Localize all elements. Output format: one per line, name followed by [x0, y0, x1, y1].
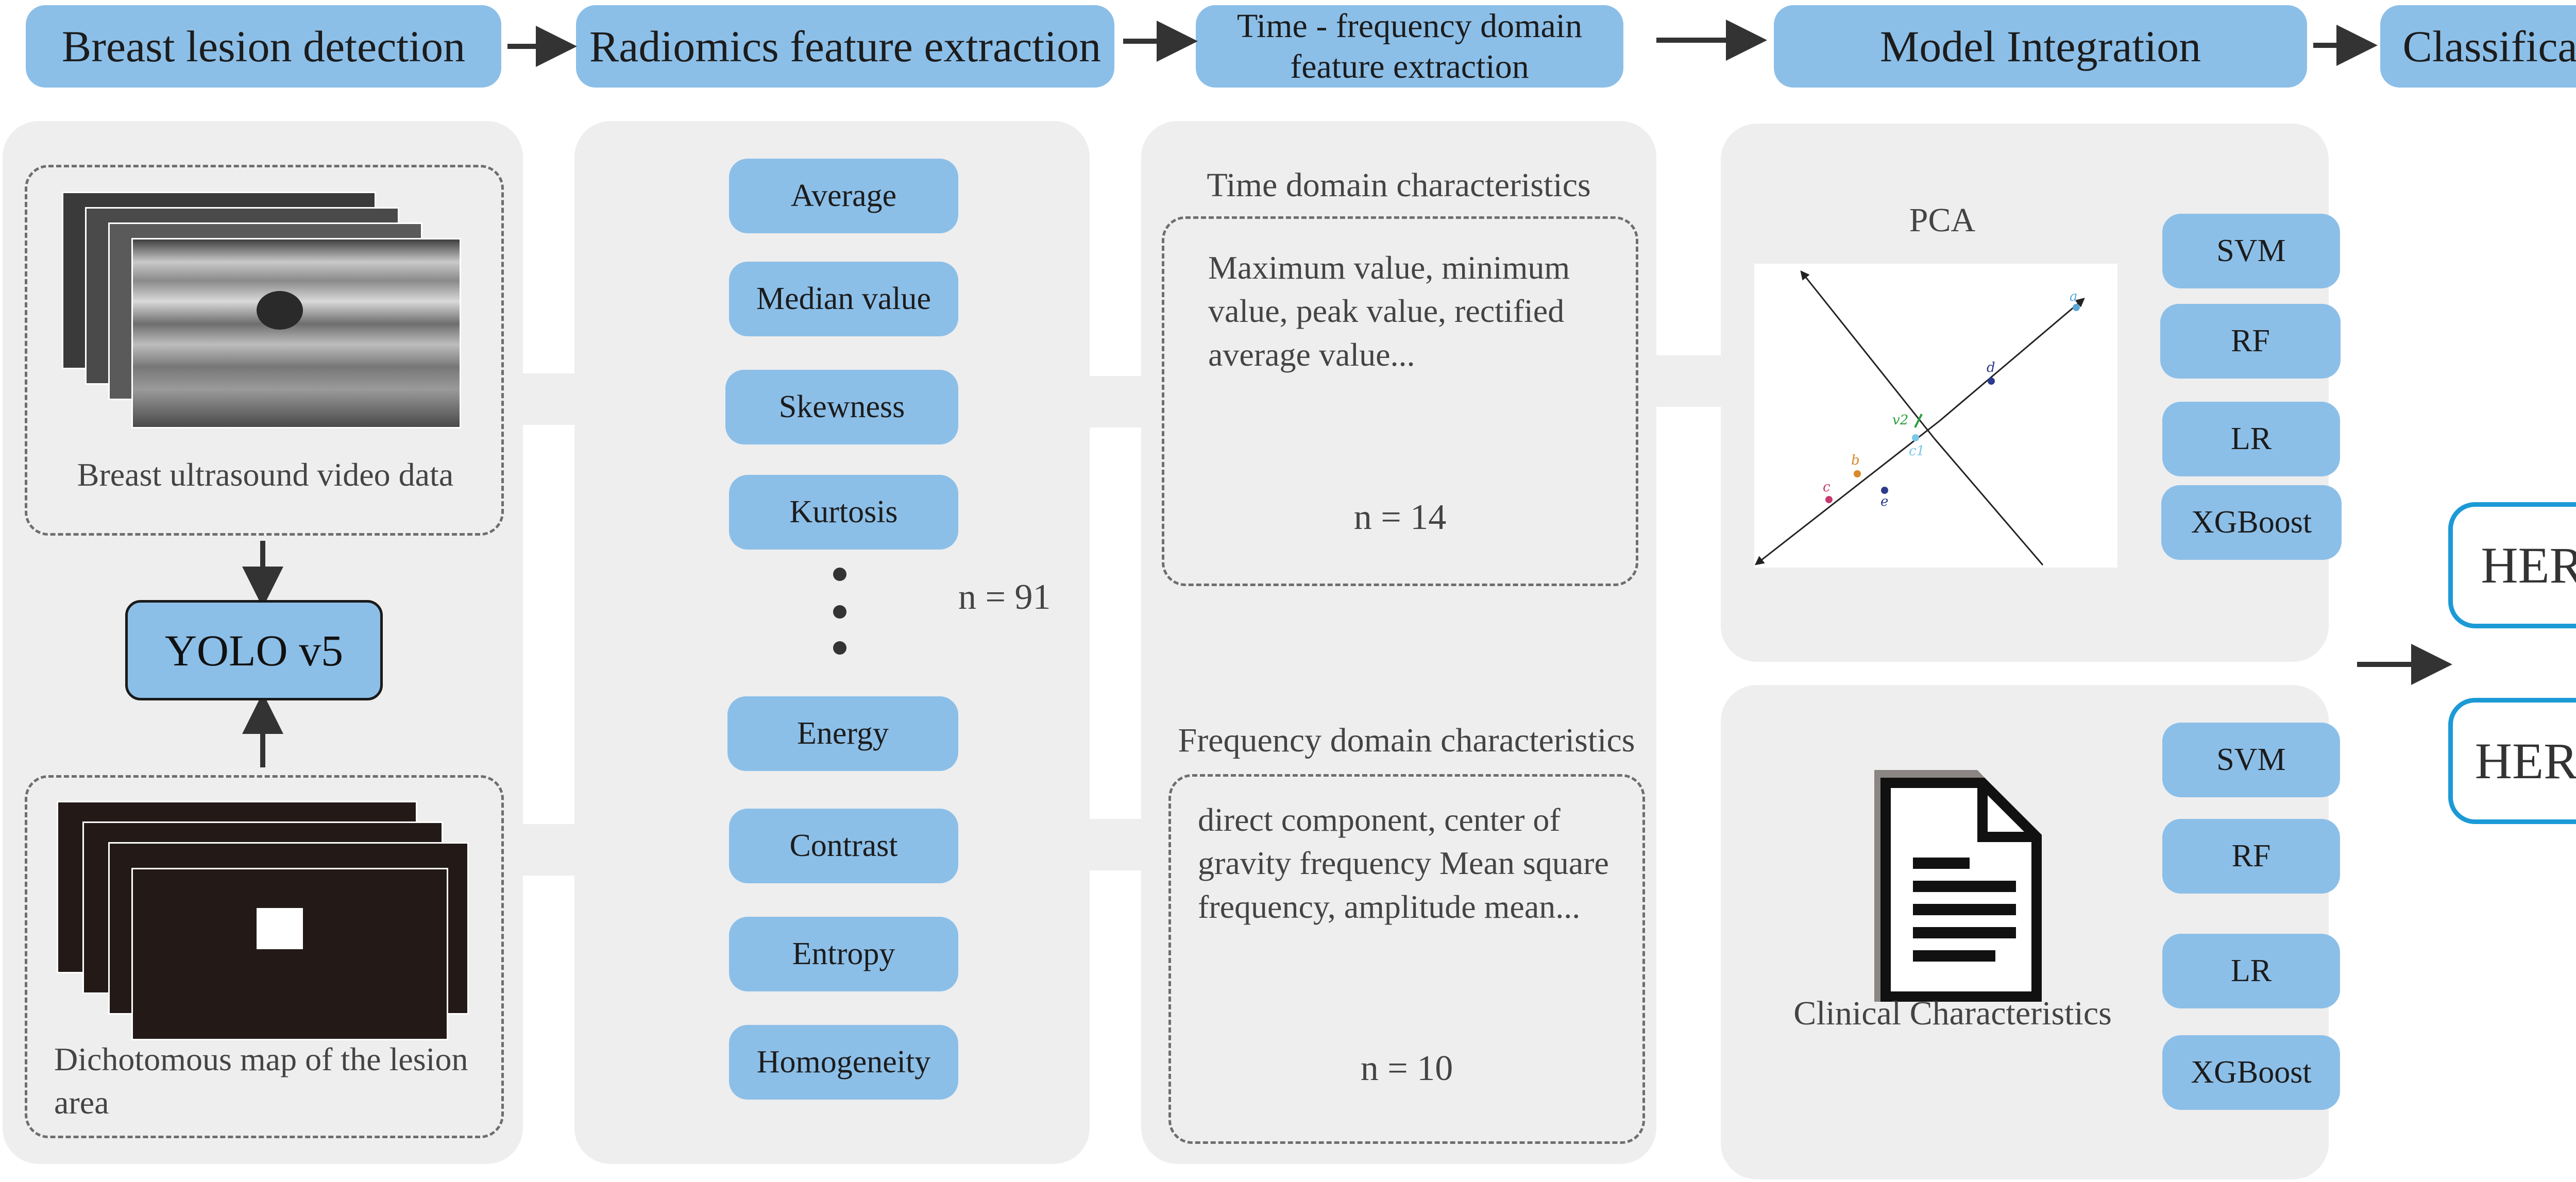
- pca-point-v2: v2: [1892, 413, 1908, 428]
- binary-map-front: [131, 868, 448, 1040]
- feature-median-value: Median value: [729, 262, 958, 336]
- lesion-spot: [257, 291, 303, 330]
- feature-entropy: Entropy: [729, 917, 958, 991]
- frequency-domain-box: [1168, 774, 1645, 1144]
- model-rf-bottom: RF: [2162, 819, 2340, 894]
- connector-3: [1649, 355, 1731, 407]
- stage-radiomics-feature-extraction: Radiomics feature extraction: [576, 5, 1114, 88]
- time-domain-count: n = 14: [1353, 498, 1447, 537]
- lesion-map-box: [25, 775, 504, 1138]
- classification-arrow: [2357, 644, 2452, 685]
- ultrasound-frame-front: [131, 238, 461, 429]
- feature-average: Average: [729, 159, 958, 233]
- clinical-document-icon: [1874, 770, 2042, 1002]
- model-svm-top: SVM: [2162, 214, 2340, 288]
- video-caption: Breast ultrasound video data: [77, 456, 454, 493]
- frequency-domain-description: direct component, center of gravity freq…: [1198, 801, 1609, 925]
- stage-time-frequency-extraction: Time - frequency domain feature extracti…: [1196, 5, 1623, 88]
- pca-point-d: d: [1987, 360, 1995, 375]
- lesion-mask: [257, 908, 303, 949]
- feature-homogeneity: Homogeneity: [729, 1025, 958, 1100]
- ellipsis-dot: [833, 605, 846, 619]
- model-xgboost-bottom: XGBoost: [2162, 1035, 2340, 1110]
- pca-title: PCA: [1909, 201, 1976, 239]
- model-rf-top: RF: [2160, 304, 2341, 379]
- clinical-caption: Clinical Characteristics: [1793, 995, 2112, 1032]
- model-lr-top: LR: [2162, 402, 2340, 476]
- model-xgboost-top: XGBoost: [2161, 485, 2342, 560]
- feature-kurtosis: Kurtosis: [729, 475, 958, 550]
- time-domain-box: [1162, 216, 1638, 586]
- radiomics-count: n = 91: [958, 577, 1051, 617]
- feature-energy: Energy: [727, 696, 958, 771]
- stage-model-integration: Model Integration: [1774, 5, 2307, 88]
- feature-skewness: Skewness: [725, 370, 958, 444]
- pca-point-a: a: [2070, 289, 2078, 304]
- time-domain-description: Maximum value, minimum value, peak value…: [1208, 249, 1570, 373]
- pca-point-b: b: [1851, 453, 1860, 468]
- panel-time-frequency: [1141, 121, 1656, 1164]
- map-caption: Dichotomous map of the lesion area: [54, 1041, 468, 1121]
- time-domain-title: Time domain characteristics: [1207, 166, 1591, 204]
- pipeline-arrows: [507, 20, 2378, 67]
- video-frame-box: [25, 165, 504, 536]
- frequency-domain-title: Frequency domain characteristics: [1178, 722, 1635, 759]
- pca-point-c: c: [1823, 479, 1831, 495]
- stage-classification: Classification: [2380, 5, 2576, 88]
- frequency-domain-count: n = 10: [1360, 1049, 1453, 1088]
- yolo-v5-detector: YOLO v5: [125, 600, 383, 700]
- output-her2-positive: HER2 +: [2448, 698, 2576, 824]
- feature-contrast: Contrast: [729, 809, 958, 883]
- pca-point-e: e: [1880, 494, 1888, 509]
- detector-arrows: [242, 541, 283, 767]
- model-svm-bottom: SVM: [2162, 723, 2340, 797]
- output-her2-negative: HER2 -: [2448, 502, 2576, 628]
- pca-point-c1: c1: [1909, 443, 1925, 459]
- model-lr-bottom: LR: [2162, 934, 2340, 1008]
- ellipsis-dot: [833, 641, 846, 655]
- pca-plot: a b c d e c1 v2: [1754, 264, 2117, 568]
- ellipsis-dot: [833, 568, 846, 581]
- stage-breast-lesion-detection: Breast lesion detection: [26, 5, 501, 88]
